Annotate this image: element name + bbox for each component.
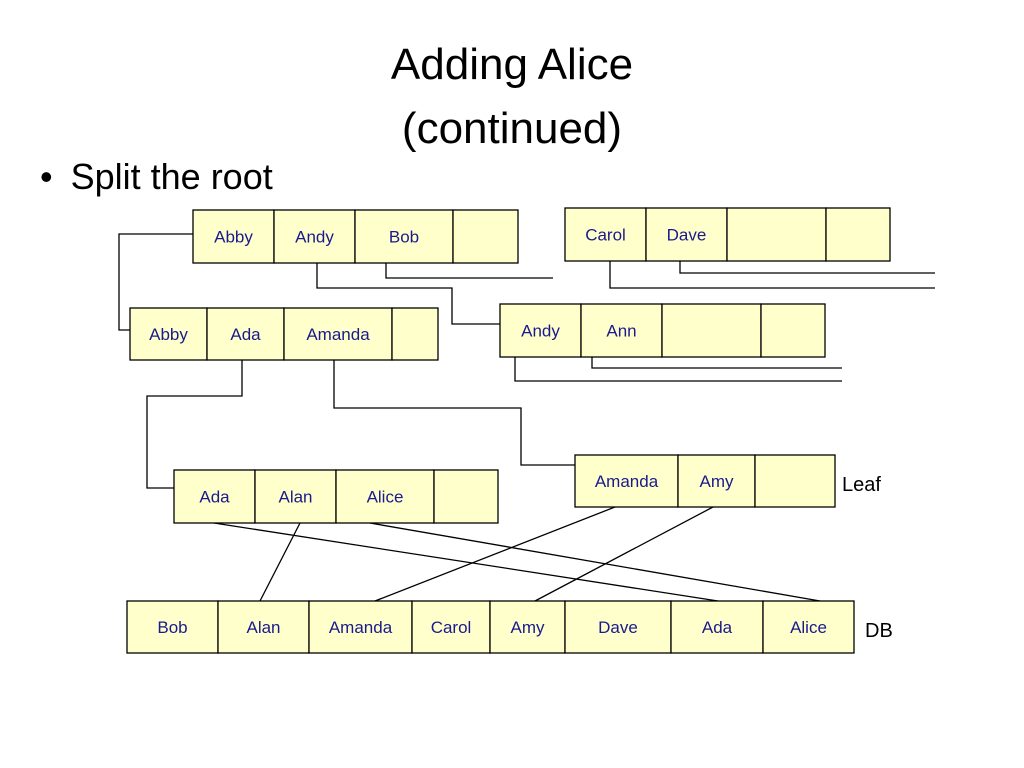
node-cell [564,600,672,654]
connector-lines [118,233,935,602]
connector-left-to-leaf-ada [146,360,243,489]
slide-title-line2: (continued) [401,104,623,153]
node-cell-label: Bob [157,618,187,637]
node-cell-label: Amy [511,618,546,637]
node-cell-label: Abby [214,228,253,247]
node-cell [762,600,855,654]
bullet-dot-icon: • [40,156,53,197]
connector-ann-1 [591,357,842,369]
node-carol: Carol Dave [564,207,891,262]
node-cell-label: Bob [389,228,419,247]
node-cell-label: Dave [598,618,638,637]
node-cell [254,469,337,524]
connector-left-to-leaf-amanda [333,360,575,466]
connector-root-to-right [316,263,500,325]
node-cell [489,600,566,654]
node-cell [391,307,439,361]
node-cell-label: Amanda [329,618,393,637]
connector-leaf-alan-to-db [259,522,301,602]
connector-andy-1 [514,357,842,382]
node-cell [411,600,491,654]
node-db: Bob Alan Amanda Carol Amy Dave Ada Alice [126,600,855,654]
node-cell-label: Dave [667,226,707,245]
node-cell [129,307,208,361]
connector-leaf-alice-to-db [369,522,821,602]
node-leaf-ada: Ada Alan Alice [173,469,499,524]
node-cell [273,209,356,264]
node-cell [283,307,393,361]
node-cell-label: Alan [278,488,312,507]
node-cell [760,303,826,358]
node-cell [217,600,310,654]
node-cell-label: Amy [700,472,735,491]
node-cell [726,207,827,262]
node-cell-label: Abby [149,325,188,344]
connector-leaf-amy-to-db [534,506,714,602]
node-cell-label: Andy [295,228,334,247]
node-cell [754,454,836,508]
node-internal-left: Abby Ada Amanda [129,307,439,361]
node-cell-label: Ada [199,488,230,507]
slide-title-line1: Adding Alice [390,40,634,89]
node-internal-right: Andy Ann [499,303,826,358]
node-cell-label: Alan [246,618,280,637]
leaf-label: Leaf [842,474,881,496]
bullet-item: • Split the root [40,156,273,198]
node-cell [564,207,647,262]
node-cell-label: Ada [702,618,733,637]
node-cell-label: Ann [606,322,636,341]
node-cell [661,303,762,358]
node-cell-label: Alice [790,618,827,637]
connector-leaf-amanda-to-db [374,506,616,602]
connector-leaf-ada-to-db [213,522,719,602]
node-cell [335,469,435,524]
node-cell [825,207,891,262]
node-cell-label: Alice [367,488,404,507]
node-cell [308,600,413,654]
node-cell-label: Amanda [595,472,659,491]
node-cell [433,469,499,524]
node-cell-label: Amanda [306,325,370,344]
node-cell [574,454,679,508]
node-cell [580,303,663,358]
db-label: DB [865,620,893,642]
connector-dave-1 [679,261,935,274]
connector-carol-1 [609,261,935,289]
node-cell [677,454,756,508]
node-cell-label: Ada [230,325,261,344]
node-cell-label: Andy [521,322,560,341]
node-cell [452,209,519,264]
bullet-text: Split the root [70,156,273,197]
connector-root-to-left [118,233,193,331]
node-root: Abby Andy Bob [192,209,519,264]
node-leaf-amanda: Amanda Amy [574,454,836,508]
node-cell-label: Carol [431,618,472,637]
node-cell [126,600,219,654]
connector-root-bob [385,263,553,279]
node-cell-label: Carol [585,226,626,245]
node-cell [670,600,764,654]
